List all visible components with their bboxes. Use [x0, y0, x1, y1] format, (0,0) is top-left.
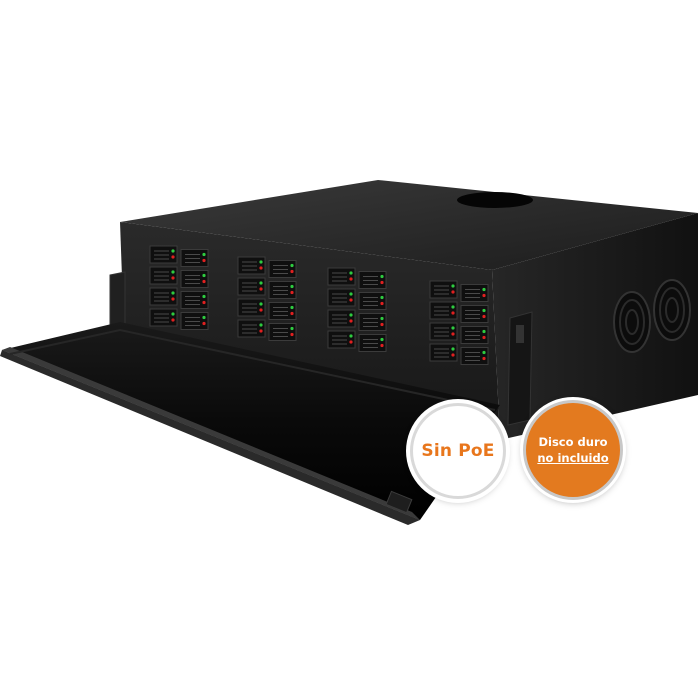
- status-led-red: [482, 293, 486, 298]
- status-led-red: [290, 290, 294, 295]
- status-led-green: [482, 350, 486, 355]
- status-led-green: [290, 305, 294, 310]
- status-led-red: [482, 356, 486, 361]
- hdd-not-included-badge: Disco duro no incluido: [523, 400, 623, 500]
- status-led-green: [482, 308, 486, 313]
- hard-drive-bay-icon: [149, 245, 489, 365]
- status-led-green: [451, 326, 455, 330]
- door-latch: [385, 490, 413, 514]
- status-led-green: [171, 291, 175, 295]
- status-led-green: [349, 313, 353, 317]
- status-led-green: [290, 326, 294, 331]
- status-led-red: [202, 279, 206, 284]
- status-led-red: [349, 319, 353, 323]
- status-led-red: [202, 321, 206, 326]
- status-led-red: [451, 311, 455, 315]
- status-led-red: [451, 332, 455, 336]
- status-led-red: [171, 297, 175, 301]
- chassis-side-panel: [492, 213, 698, 440]
- status-led-red: [259, 266, 263, 270]
- status-led-red: [451, 290, 455, 294]
- status-led-green: [290, 263, 294, 268]
- status-led-green: [259, 323, 263, 327]
- status-led-red: [290, 269, 294, 274]
- status-led-red: [202, 258, 206, 263]
- status-led-green: [259, 260, 263, 264]
- status-led-green: [380, 295, 384, 300]
- status-led-green: [380, 274, 384, 279]
- chassis-top-panel: [120, 180, 698, 270]
- status-led-green: [349, 271, 353, 275]
- status-led-red: [290, 311, 294, 316]
- hdd-label-line1: Disco duro: [538, 435, 608, 449]
- status-led-green: [202, 252, 206, 257]
- status-led-green: [482, 287, 486, 292]
- status-led-green: [349, 334, 353, 338]
- status-led-green: [171, 249, 175, 253]
- rack-ear-right: [507, 311, 533, 426]
- status-led-red: [349, 277, 353, 281]
- status-led-red: [171, 255, 175, 259]
- status-led-green: [451, 305, 455, 309]
- status-led-red: [349, 340, 353, 344]
- status-led-green: [451, 347, 455, 351]
- status-led-green: [380, 316, 384, 321]
- status-led-green: [259, 281, 263, 285]
- fan-vent-icon: [613, 279, 691, 353]
- status-led-green: [482, 329, 486, 334]
- front-door-panel: [2, 322, 500, 520]
- status-led-red: [482, 314, 486, 319]
- status-led-green: [171, 312, 175, 316]
- status-led-green: [380, 337, 384, 342]
- status-led-red: [380, 322, 384, 327]
- status-led-red: [259, 287, 263, 291]
- status-led-green: [202, 294, 206, 299]
- status-led-red: [202, 300, 206, 305]
- status-led-red: [380, 343, 384, 348]
- status-led-red: [171, 318, 175, 322]
- status-led-green: [451, 284, 455, 288]
- front-door-edge: [2, 347, 420, 520]
- no-poe-label: Sin PoE: [421, 441, 495, 461]
- status-led-green: [290, 284, 294, 289]
- status-led-green: [171, 270, 175, 274]
- status-led-red: [380, 301, 384, 306]
- status-led-red: [451, 353, 455, 357]
- status-led-green: [202, 315, 206, 320]
- status-led-red: [171, 276, 175, 280]
- front-door-lip: [0, 350, 420, 525]
- status-led-red: [259, 308, 263, 312]
- status-led-red: [482, 335, 486, 340]
- status-led-red: [380, 280, 384, 285]
- status-led-red: [259, 329, 263, 333]
- status-led-green: [349, 292, 353, 296]
- hdd-label-line2: no incluido: [537, 451, 609, 465]
- no-poe-badge: Sin PoE: [410, 403, 506, 499]
- status-led-red: [349, 298, 353, 302]
- status-led-red: [290, 332, 294, 337]
- status-led-green: [259, 302, 263, 306]
- top-cutout: [457, 192, 533, 208]
- status-led-green: [202, 273, 206, 278]
